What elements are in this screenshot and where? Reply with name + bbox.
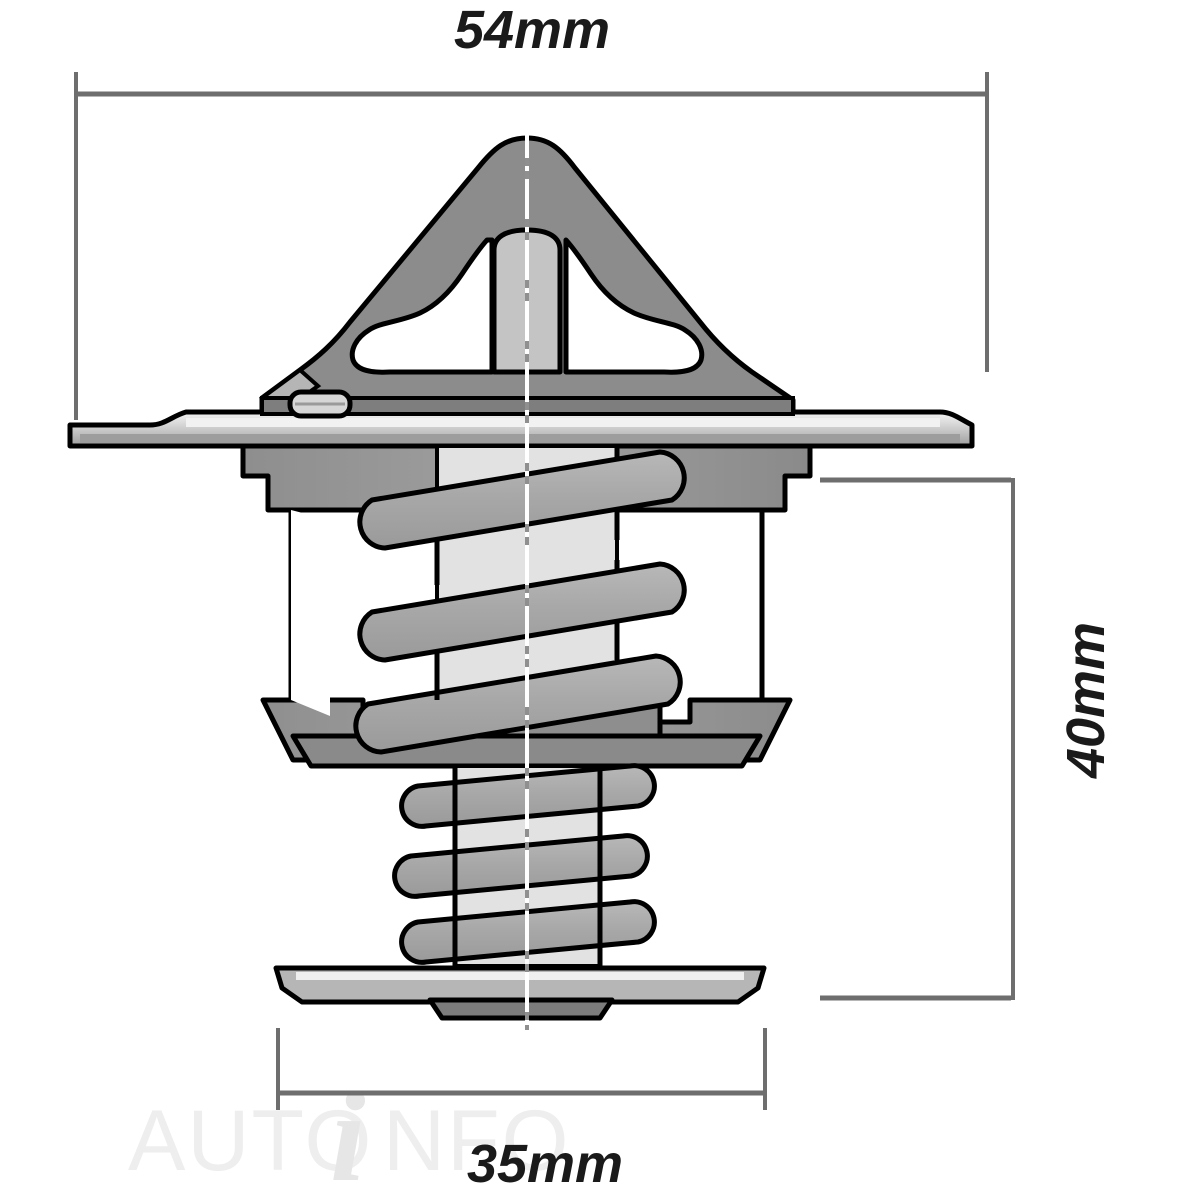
housing-left-inner-wall (291, 510, 330, 716)
watermark-text-nfo: NFO (383, 1093, 571, 1189)
flange-shadow-band (80, 434, 960, 443)
mounting-flange (67, 396, 975, 449)
lower-coil-spring (392, 763, 657, 968)
valve-plate-highlight (296, 972, 744, 980)
bracket-right-cutout (563, 237, 705, 375)
dimension-label-40mm: 40mm (1056, 622, 1116, 779)
valve-plate-hub (427, 997, 615, 1021)
dimension-width-bottom: 35mm (276, 1028, 767, 1194)
watermark-text-i: i (330, 1066, 366, 1200)
thermostat-assembly (67, 118, 975, 1030)
flange-highlight (186, 418, 940, 427)
upper-coil-3 (353, 653, 683, 755)
upper-coil-1 (357, 449, 687, 551)
dimension-width-top: 54mm (74, 0, 989, 420)
dimension-label-54mm: 54mm (454, 0, 610, 60)
dimension-height-right: 40mm (820, 477, 1116, 1001)
dimension-label-35mm: 35mm (467, 1134, 623, 1194)
upper-coil-2 (357, 561, 687, 663)
bracket-left-cutout (349, 237, 495, 375)
lower-coil-2 (392, 833, 650, 899)
watermark-text-auto: AUTO (128, 1093, 373, 1189)
watermark: AUTO i NFO (128, 1066, 571, 1200)
valve-plate (273, 965, 767, 1021)
